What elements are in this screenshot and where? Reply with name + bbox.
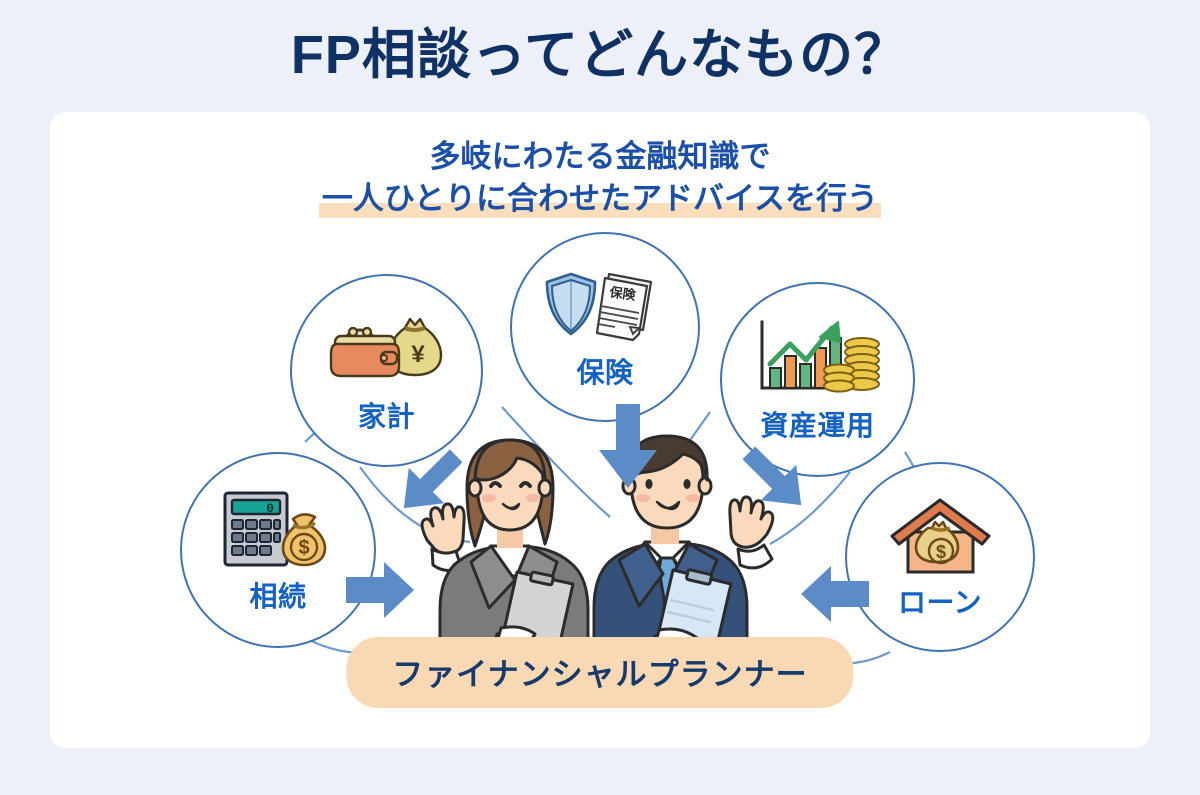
arrow-souzoku-to-center [346, 562, 414, 618]
circle-loan[interactable]: $ ローン [845, 462, 1035, 652]
shield-and-policy-document-icon: 保険 [543, 264, 668, 350]
arrow-kakei-to-center [403, 449, 463, 509]
circle-souzoku[interactable]: 0 [180, 452, 376, 648]
calculator-and-money-bag-icon: 0 [219, 485, 337, 573]
house-with-money-bag-icon: $ [888, 494, 993, 580]
circle-label-loan: ローン [897, 587, 983, 619]
subtitle-line-2: 一人ひとりに合わせたアドバイスを行う [318, 178, 882, 220]
fp-pill-label: ファイナンシャルプランナー [392, 657, 808, 692]
svg-text:$: $ [298, 537, 309, 559]
growth-chart-and-coins-icon [754, 315, 882, 403]
content-card: 多岐にわたる金融知識で 一人ひとりに合わせたアドバイスを行う ¥ [50, 112, 1150, 748]
svg-text:$: $ [935, 542, 945, 562]
circle-kakei[interactable]: ¥ 家計 [290, 274, 483, 467]
arrow-loan-to-center [801, 566, 869, 622]
fp-pill[interactable]: ファイナンシャルプランナー [346, 637, 854, 708]
purse-and-money-bag-icon: ¥ [327, 306, 447, 393]
subtitle-line-1: 多岐にわたる金融知識で [429, 139, 771, 174]
arrow-hoken-to-center [599, 404, 657, 488]
page-title: FP相談ってどんなもの？ [290, 25, 910, 85]
arrow-shisan-to-center [742, 446, 802, 506]
svg-text:保険: 保険 [607, 284, 637, 303]
subtitle-block: 多岐にわたる金融知識で 一人ひとりに合わせたアドバイスを行う [50, 136, 1150, 219]
svg-text:¥: ¥ [411, 341, 425, 368]
circle-label-shisan: 資産運用 [760, 410, 875, 442]
circle-shisan[interactable]: 資産運用 [720, 282, 915, 477]
circle-hoken[interactable]: 保険 保険 [510, 232, 700, 422]
circle-label-souzoku: 相続 [249, 581, 307, 613]
svg-text:0: 0 [266, 501, 274, 516]
circle-label-kakei: 家計 [357, 401, 415, 433]
circle-label-hoken: 保険 [576, 357, 634, 389]
